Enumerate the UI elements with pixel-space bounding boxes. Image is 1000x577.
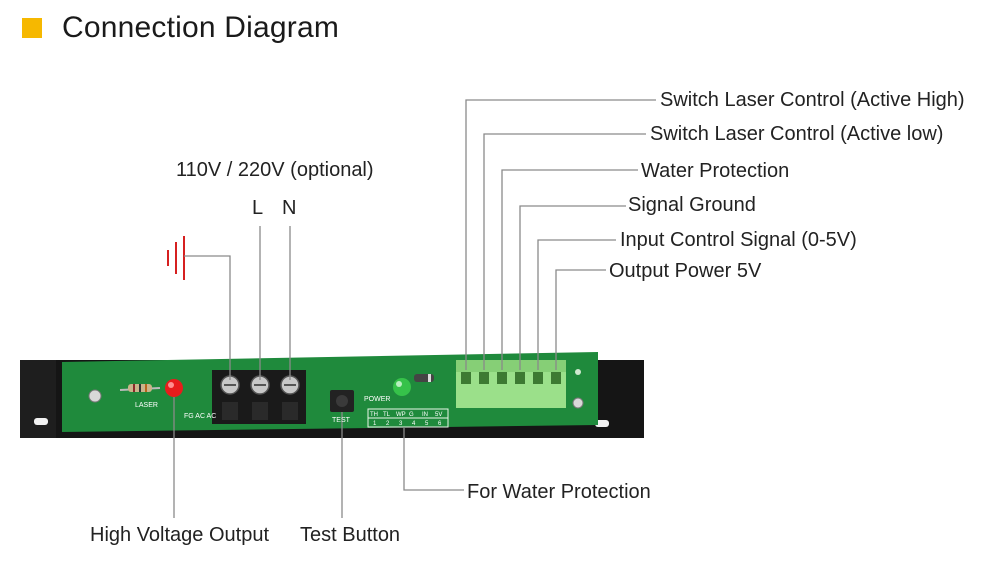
pin-ground-label: Signal Ground [628, 194, 756, 216]
pin-number-text: 5 [425, 421, 429, 427]
pin-number-text: 3 [399, 421, 403, 427]
diode-icon [414, 374, 434, 382]
pin-code-text: G [409, 412, 414, 418]
pin-active-low-label: Switch Laser Control (Active low) [650, 123, 944, 145]
pin-code-text: 5V [435, 412, 442, 418]
test-silk-label: TEST [332, 417, 351, 424]
connector-pin-socket [479, 372, 489, 384]
pin-number-text: 1 [373, 421, 377, 427]
pin-number-text: 4 [412, 421, 416, 427]
resistor-icon [119, 384, 161, 392]
pin-power-label: Output Power 5V [609, 260, 762, 282]
terminal-block [212, 370, 306, 424]
pin-active-high-label: Switch Laser Control (Active High) [660, 89, 965, 111]
pin-code-text: TL [383, 412, 391, 418]
voltage-label: 110V / 220V (optional) [176, 159, 374, 181]
water-protection-label: For Water Protection [467, 481, 651, 503]
pin-input-label: Input Control Signal (0-5V) [620, 229, 857, 251]
pin-code-text: TH [370, 412, 378, 418]
line-l-label: L [252, 197, 264, 219]
screw-icon [88, 389, 102, 403]
pin-callout-lines [465, 99, 656, 370]
pin-code-text: WP [396, 412, 406, 418]
page-title: Connection Diagram [62, 11, 340, 44]
connector-pin-socket [461, 372, 471, 384]
bottom-callout-lines [173, 397, 464, 518]
connector-pin-socket [533, 372, 543, 384]
connector-pin-socket [497, 372, 507, 384]
pin-water-label: Water Protection [641, 160, 790, 182]
screw-icon [572, 397, 584, 409]
pin-number-text: 6 [438, 421, 442, 427]
terminal-silk-label: FG AC AC [184, 413, 216, 420]
mains-lines [259, 226, 291, 380]
connector-pin-socket [515, 372, 525, 384]
title-accent-square [22, 18, 42, 38]
laser-silk-label: LASER [135, 402, 158, 409]
title-bar: Connection Diagram [22, 10, 339, 46]
test-button-icon [330, 390, 354, 412]
connector-pin-socket [551, 372, 561, 384]
neutral-n-label: N [282, 197, 297, 219]
pin-table [367, 408, 449, 428]
high-voltage-label: High Voltage Output [90, 524, 270, 546]
test-button-label: Test Button [300, 524, 401, 546]
pin-number-text: 2 [386, 421, 390, 427]
red-led-icon [165, 379, 183, 397]
green-led-icon [393, 378, 411, 396]
pin-code-text: IN [422, 412, 428, 418]
signal-connector [456, 360, 566, 408]
power-silk-label: POWER [364, 396, 390, 403]
ground-symbol-icon [167, 236, 231, 380]
